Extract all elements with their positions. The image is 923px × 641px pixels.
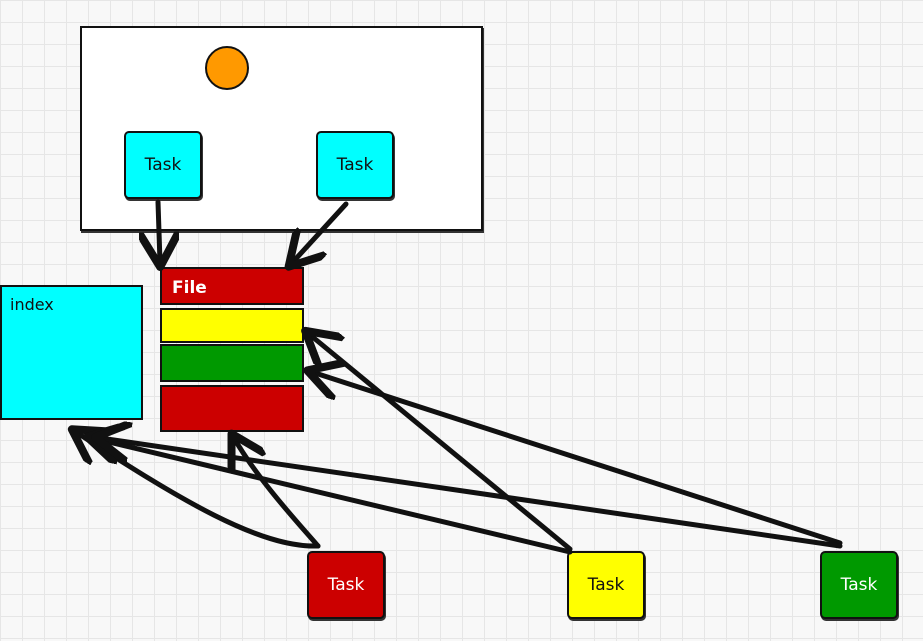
bottom-task-green-label: Task	[840, 575, 878, 595]
top-task-right[interactable]: Task	[316, 131, 394, 199]
file-yellow-segment[interactable]	[160, 308, 304, 343]
bottom-task-yellow[interactable]: Task	[567, 551, 645, 619]
top-task-right-label: Task	[336, 155, 374, 175]
bottom-task-green[interactable]: Task	[820, 551, 898, 619]
top-task-left[interactable]: Task	[124, 131, 202, 199]
top-task-left-label: Task	[144, 155, 182, 175]
arrow-red-to-index	[76, 432, 321, 549]
arrow-green-to-file	[312, 372, 843, 546]
file-stack: File	[160, 267, 304, 432]
arrow-yellow-to-index	[92, 438, 573, 555]
index-box[interactable]: index	[0, 285, 143, 420]
bottom-task-red[interactable]: Task	[307, 551, 385, 619]
file-green-segment[interactable]	[160, 344, 304, 382]
bottom-task-yellow-label: Task	[587, 575, 625, 595]
process-container	[80, 26, 483, 231]
file-header-segment[interactable]: File	[160, 267, 304, 305]
orange-dot	[205, 46, 249, 90]
index-label: index	[10, 295, 54, 314]
file-label: File	[172, 278, 207, 298]
arrow-green-to-index	[100, 438, 843, 549]
bottom-task-red-label: Task	[327, 575, 365, 595]
arrow-red-to-file	[234, 438, 321, 549]
arrow-yellow-to-file	[309, 334, 573, 552]
file-red-segment[interactable]	[160, 385, 304, 432]
